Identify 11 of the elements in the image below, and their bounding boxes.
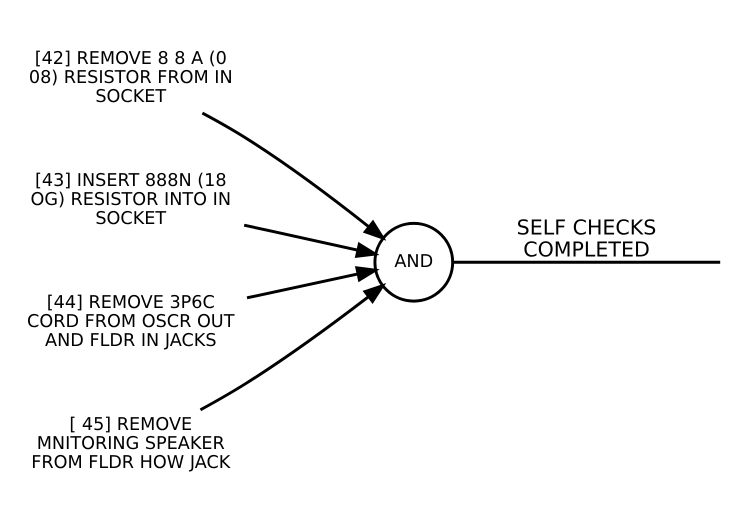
edge-label: SELF CHECKS COMPLETED [516, 215, 656, 262]
node-text: [ 45] REMOVE MNITORING SPEAKER FROM FLDR HOW JACK [31, 414, 230, 473]
node-text: [42] REMOVE 8 8 A (0 08) RESISTOR FROM IN SOCKET [28, 48, 233, 107]
arrow [202, 111, 386, 240]
node-text: [44] REMOVE 3P6C CORD FROM OSCR OUT AND FLDR IN JACKS [27, 292, 234, 351]
arrow [244, 223, 380, 258]
node-text: [43] INSERT 888N (18 OG) RESISTOR INTO IN SOCKET [30, 170, 232, 229]
arrow [200, 282, 386, 411]
connector [453, 260, 720, 264]
node-circle: AND [373, 221, 454, 302]
arrow [246, 266, 380, 299]
